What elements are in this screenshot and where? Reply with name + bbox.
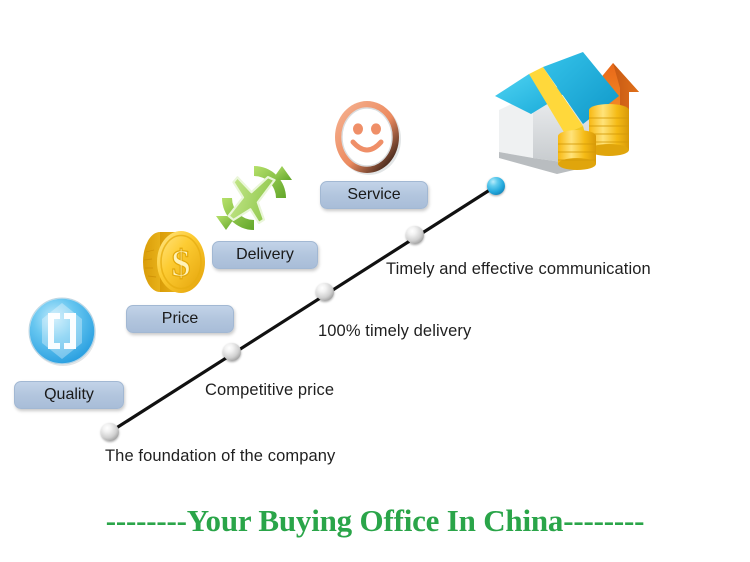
- pillar-label-price[interactable]: Price: [126, 305, 234, 333]
- step-node-delivery[interactable]: [316, 283, 334, 301]
- svg-text:$: $: [172, 243, 191, 285]
- step-caption-communication: Timely and effective communication: [386, 260, 651, 278]
- gold-coin-icon: $: [134, 222, 212, 300]
- smiley-face-icon: [328, 98, 408, 178]
- quality-caliper-icon: [26, 295, 100, 369]
- bottom-slogan: --------Your Buying Office In China-----…: [105, 503, 645, 538]
- pillar-label-price-text: Price: [161, 310, 199, 327]
- step-node-foundation[interactable]: [101, 423, 119, 441]
- house-coins-arrow-icon: [487, 48, 647, 182]
- step-caption-price: Competitive price: [205, 381, 335, 399]
- step-node-result[interactable]: [487, 177, 505, 195]
- step-caption-foundation: The foundation of the company: [105, 447, 336, 465]
- pillar-label-quality[interactable]: Quality: [14, 381, 124, 409]
- airplane-globe-icon: [216, 160, 292, 236]
- pillar-label-service-text: Service: [347, 186, 401, 203]
- pillar-label-delivery-text: Delivery: [236, 246, 294, 263]
- step-node-price[interactable]: [223, 343, 241, 361]
- step-node-communication[interactable]: [406, 226, 424, 244]
- step-caption-delivery: 100% timely delivery: [318, 322, 472, 340]
- pillar-label-quality-text: Quality: [44, 386, 94, 403]
- pillar-label-delivery[interactable]: Delivery: [212, 241, 318, 269]
- pillar-label-service[interactable]: Service: [320, 181, 428, 209]
